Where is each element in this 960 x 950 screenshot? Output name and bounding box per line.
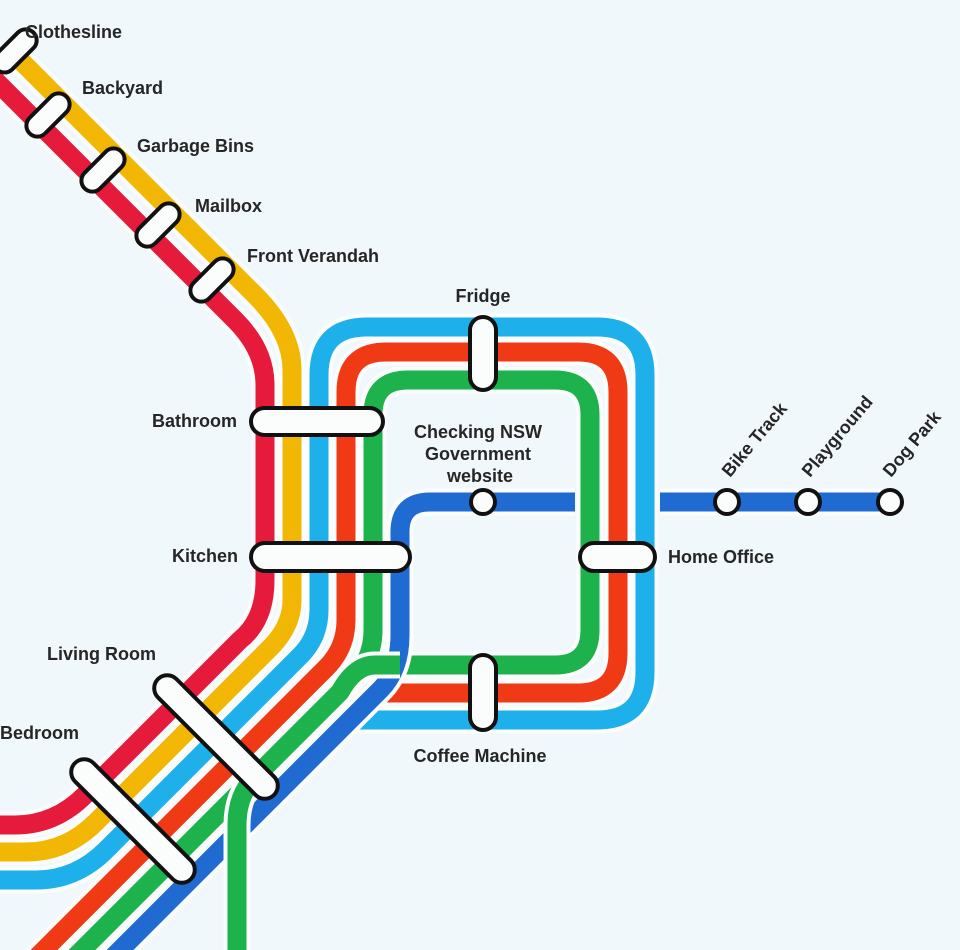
station-playground[interactable] xyxy=(794,488,822,516)
orange-line-path xyxy=(30,342,628,950)
station-kitchen[interactable] xyxy=(249,541,412,573)
label-front-verandah: Front Verandah xyxy=(247,246,379,266)
station-coffee-machine[interactable] xyxy=(468,653,498,732)
label-home-office: Home Office xyxy=(668,547,774,567)
station-home-office[interactable] xyxy=(578,541,657,573)
station-fridge[interactable] xyxy=(468,315,498,392)
light-blue-line xyxy=(0,313,659,894)
blue-line-path xyxy=(106,492,575,950)
red-line-path xyxy=(0,71,275,835)
label-bathroom: Bathroom xyxy=(152,411,237,431)
label-mailbox: Mailbox xyxy=(195,196,262,216)
orange-line xyxy=(24,338,632,950)
label-clothesline: Clothesline xyxy=(25,22,122,42)
station-garbage-bins[interactable] xyxy=(77,144,129,196)
red-line xyxy=(0,65,279,839)
label-checking-website-1: Checking NSW xyxy=(414,422,542,442)
station-checking-website[interactable] xyxy=(469,488,497,516)
label-checking-website-2: Government xyxy=(425,444,531,464)
station-bathroom[interactable] xyxy=(249,406,385,437)
light-blue-line-path xyxy=(0,317,655,890)
label-coffee-machine: Coffee Machine xyxy=(413,746,546,766)
station-bike-track[interactable] xyxy=(713,488,741,516)
green-branch-line xyxy=(223,651,400,950)
station-bedroom[interactable] xyxy=(66,754,200,888)
blue-line xyxy=(100,488,890,950)
yellow-line-path xyxy=(0,43,302,862)
label-bike-track: Bike Track xyxy=(718,398,792,481)
label-garbage-bins: Garbage Bins xyxy=(137,136,254,156)
yellow-line xyxy=(0,40,306,866)
label-dog-park: Dog Park xyxy=(879,406,946,480)
station-front-verandah[interactable] xyxy=(186,254,238,306)
station-mailbox[interactable] xyxy=(132,199,184,251)
green-branch-path xyxy=(227,655,400,950)
label-living-room: Living Room xyxy=(47,644,156,664)
station-living-room[interactable] xyxy=(149,670,283,804)
station-dog-park[interactable] xyxy=(876,488,904,516)
label-playground: Playground xyxy=(798,392,877,481)
label-backyard: Backyard xyxy=(82,78,163,98)
label-bedroom: Bedroom xyxy=(0,723,79,743)
label-fridge: Fridge xyxy=(455,286,510,306)
label-checking-website-3: website xyxy=(446,466,513,486)
station-backyard[interactable] xyxy=(22,89,74,141)
label-kitchen: Kitchen xyxy=(172,546,238,566)
